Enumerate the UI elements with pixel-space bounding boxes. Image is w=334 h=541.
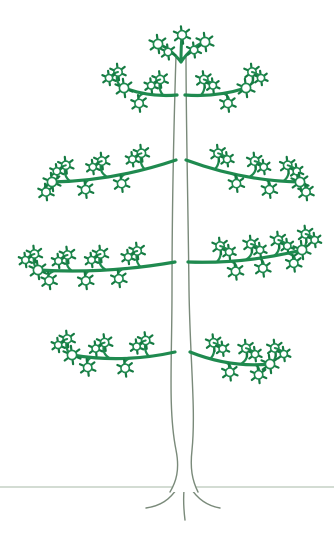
trunk bbox=[170, 55, 198, 492]
tier-4-right-leaf-whorl bbox=[222, 364, 237, 381]
tier-2-left-branch bbox=[52, 160, 176, 182]
crown-leaf-whorl bbox=[197, 33, 214, 51]
tier-1-right-branch bbox=[185, 88, 246, 96]
tier-4-left-leaf-whorl bbox=[117, 360, 132, 377]
tier-3-left-leaf-whorl bbox=[41, 272, 57, 289]
tier-2-right-leaf-whorl bbox=[262, 181, 277, 198]
tier-1-right-leaf-whorl bbox=[220, 95, 236, 112]
tier-3-right-leaf-whorl bbox=[255, 260, 271, 277]
tier-3-right-leaf-whorl bbox=[286, 255, 302, 272]
tier-2-right-leaf-whorl bbox=[229, 175, 244, 192]
foliage bbox=[19, 26, 321, 383]
tier-4-left-leaf-whorl bbox=[80, 359, 95, 376]
tier-3-left-leaf-whorl bbox=[111, 270, 127, 287]
tier-1-left-leaf-whorl bbox=[131, 95, 147, 112]
tier-4-left-branch bbox=[72, 352, 175, 359]
tier-2-left-leaf-whorl bbox=[114, 175, 129, 192]
crown-leaf-whorl bbox=[174, 26, 190, 43]
tier-3-left-leaf-whorl bbox=[78, 272, 94, 289]
tier-3-right-leaf-whorl bbox=[228, 263, 244, 280]
tier-2-left-leaf-whorl bbox=[78, 181, 93, 198]
